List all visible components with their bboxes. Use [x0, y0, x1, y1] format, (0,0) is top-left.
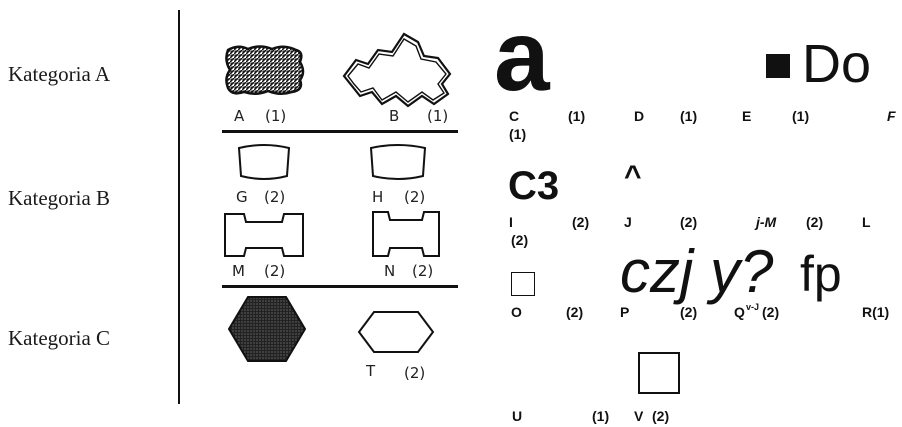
- shape-g-icon: [237, 144, 291, 180]
- checkbox-square-icon: [511, 272, 535, 296]
- row3-p: P: [620, 304, 630, 320]
- label-g-count: (2): [264, 188, 286, 206]
- row3-o: O: [511, 304, 522, 320]
- vertical-divider: [178, 10, 180, 404]
- label-t-count: (2): [404, 364, 426, 382]
- label-b: B: [389, 107, 400, 125]
- row2-j-count: (2): [680, 214, 698, 230]
- row2-l: L: [862, 214, 871, 230]
- shape-hexagon-filled-icon: [227, 296, 307, 362]
- row3-r: R(1): [862, 304, 890, 320]
- row4-u: U: [512, 408, 523, 424]
- czj-text: czj y?: [620, 238, 774, 305]
- row1-f: F: [887, 108, 896, 124]
- do-text: Do: [802, 34, 872, 94]
- row1-c: C: [509, 108, 520, 124]
- row4-u-count: (1): [592, 408, 610, 424]
- label-g: G: [236, 188, 248, 206]
- row1-f-count: (1): [509, 126, 527, 142]
- shape-a-blob-icon: [225, 45, 305, 95]
- row3-q-sup: v-J: [746, 302, 760, 312]
- label-b-count: (1): [427, 107, 449, 125]
- label-h-count: (2): [404, 188, 426, 206]
- fp-text: fp: [800, 246, 842, 302]
- row1-e: E: [742, 108, 752, 124]
- label-m: M: [232, 262, 245, 280]
- row4-v: V: [634, 408, 644, 424]
- shape-b-outline-icon: [342, 32, 452, 108]
- label-t: T: [366, 362, 376, 380]
- row3-o-count: (2): [566, 304, 584, 320]
- label-n-count: (2): [412, 262, 434, 280]
- label-a-count: (1): [265, 107, 287, 125]
- big-a-text: a: [494, 0, 550, 112]
- category-c-label: Kategoria C: [8, 326, 111, 350]
- row3-q: Q: [734, 304, 745, 320]
- shape-t-icon: [357, 311, 435, 353]
- shape-h-icon: [369, 144, 427, 180]
- row2-j: J: [624, 214, 632, 230]
- row4-v-count: (2): [652, 408, 670, 424]
- label-h: H: [372, 188, 384, 206]
- row1-d: D: [634, 108, 645, 124]
- row1-d-count: (1): [680, 108, 698, 124]
- c3-text: C3: [508, 164, 560, 208]
- divider-b-c: [222, 285, 458, 288]
- row2-jm-count: (2): [806, 214, 824, 230]
- row1-e-count: (1): [792, 108, 810, 124]
- divider-a-b: [222, 130, 458, 133]
- label-a: A: [234, 107, 245, 125]
- row3-p-count: (2): [680, 304, 698, 320]
- square-outline-icon: [638, 352, 680, 394]
- label-n: N: [384, 262, 396, 280]
- caret-text: ^: [624, 160, 642, 193]
- shape-m-icon: [224, 213, 304, 257]
- row2-i: I: [509, 214, 513, 230]
- label-m-count: (2): [264, 262, 286, 280]
- row2-jm: j-M: [756, 214, 777, 230]
- row2-l-count: (2): [511, 232, 529, 248]
- category-b-label: Kategoria B: [8, 186, 111, 210]
- black-square-icon: [766, 54, 790, 78]
- row1-c-count: (1): [568, 108, 586, 124]
- row3-q-count: (2): [762, 304, 780, 320]
- row2-i-count: (2): [572, 214, 590, 230]
- category-a-label: Kategoria A: [8, 62, 111, 86]
- shape-n-icon: [372, 211, 440, 257]
